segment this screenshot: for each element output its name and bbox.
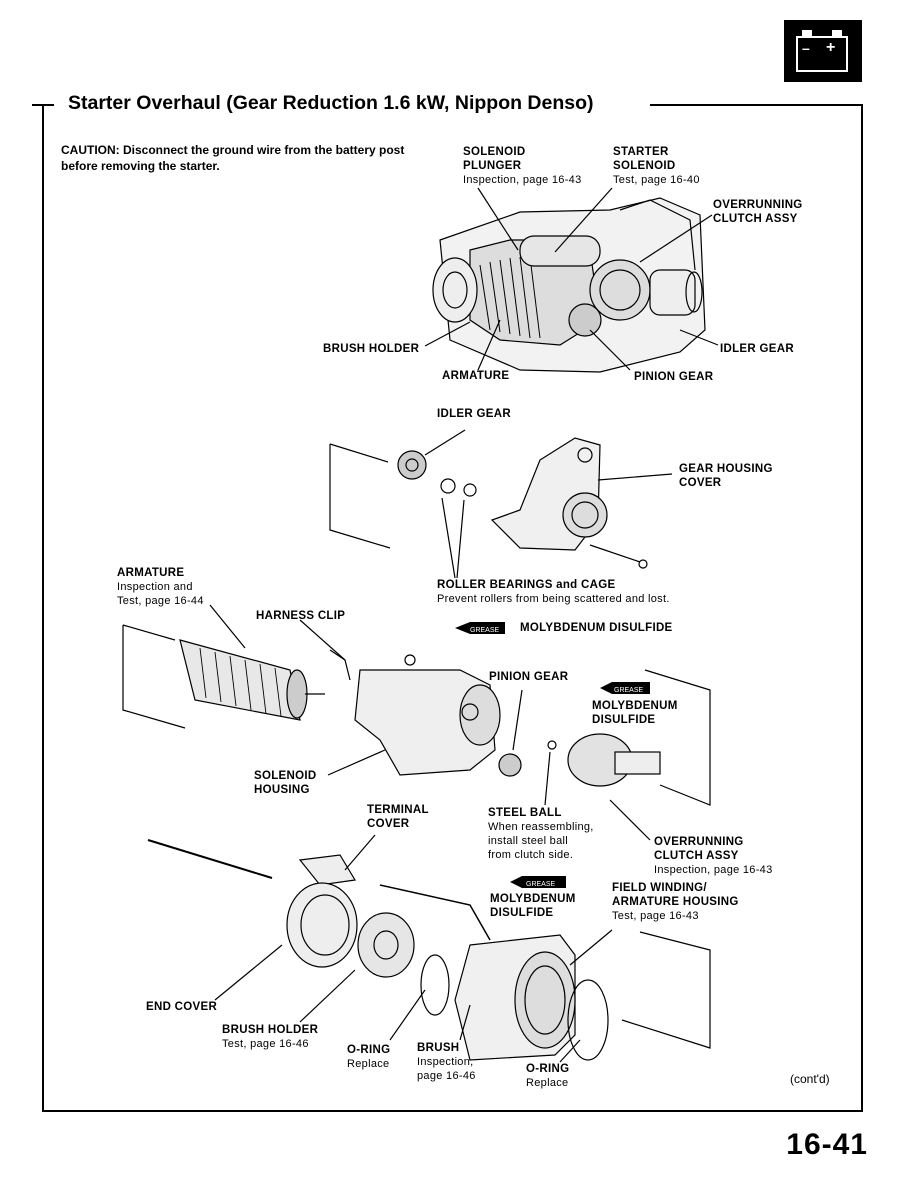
solenoid-housing-label: SOLENOID HOUSING [254,770,317,796]
frame-left-rule [42,104,44,1112]
leader-line [424,321,471,347]
armature-label-mid: ARMATURE Inspection and Test, page 16-44 [117,567,204,607]
o-ring-label-1: O-RING Replace [347,1044,391,1070]
leader-line [639,214,713,263]
leader-line [679,329,719,346]
pinion-gear-label-top: PINION GEAR [634,371,714,383]
caution-note: CAUTION: Disconnect the ground wire from… [61,143,405,173]
grease-tag: GREASE [614,687,644,694]
leader-line [589,329,631,371]
molybdenum-disulfide-label-1: MOLYBDENUM DISULFIDE [520,622,673,634]
grease-tag: GREASE [470,627,500,634]
continued-note: (cont'd) [790,1072,830,1086]
field-winding-label: FIELD WINDING/ ARMATURE HOUSING Test, pa… [612,882,739,922]
page-number: 16-41 [786,1128,868,1161]
o-ring-label-2: O-RING Replace [526,1063,570,1089]
armature-illustration [179,639,325,721]
field-winding-housing-illustration [454,934,576,1061]
assembled-starter-illustration [432,197,706,373]
armature-label-top: ARMATURE [442,370,510,382]
overrunning-clutch-label-mid: OVERRUNNING CLUTCH ASSY Inspection, page… [654,836,773,876]
leader-line [477,319,501,371]
end-cover-illustration [286,882,358,968]
frame-bottom-rule [42,1110,863,1112]
grease-icon [455,622,505,634]
overrunning-clutch-illustration [567,733,661,787]
battery-icon: –+ [784,20,862,82]
end-cover-label: END COVER [146,1001,218,1013]
pinion-gear-illustration [498,753,522,777]
brush-holder-illustration [357,912,415,978]
steel-ball-illustration [547,740,557,750]
overrunning-clutch-label-top: OVERRUNNING CLUTCH ASSY [713,199,803,225]
brush-label: BRUSH Inspection, page 16-46 [417,1042,476,1082]
roller-bearings-label: ROLLER BEARINGS and CAGE Prevent rollers… [437,579,670,605]
frame-right-rule [861,104,863,1112]
terminal-cover-illustration [298,854,356,886]
terminal-cover-label: TERMINAL COVER [367,804,429,830]
molybdenum-disulfide-label-2: MOLYBDENUM DISULFIDE [592,700,678,726]
pinion-gear-label-mid: PINION GEAR [489,671,569,683]
idler-gear-label-mid: IDLER GEAR [437,408,511,420]
grease-icon [510,876,566,888]
idler-gear-illustration [397,450,477,497]
o-ring-illustration [567,979,609,1061]
brush-holder-label-bottom: BRUSH HOLDER Test, page 16-46 [222,1024,319,1050]
gear-housing-cover-illustration [490,437,648,569]
leader-line [554,187,613,253]
harness-clip-label: HARNESS CLIP [256,610,346,622]
idler-gear-label-top: IDLER GEAR [720,343,794,355]
grease-tag: GREASE [526,881,556,888]
gear-housing-cover-label: GEAR HOUSING COVER [679,463,773,489]
leader-line [477,187,519,251]
steel-ball-label: STEEL BALL When reassembling, install st… [488,807,594,861]
through-bolt-illustration [147,839,273,879]
brush-holder-label-top: BRUSH HOLDER [323,343,420,355]
solenoid-housing-illustration [329,649,501,776]
molybdenum-disulfide-label-3: MOLYBDENUM DISULFIDE [490,893,576,919]
grease-icon [600,682,650,694]
frame-top-right-rule [650,104,862,106]
o-ring-illustration [420,954,450,1016]
starter-solenoid-label: STARTER SOLENOID Test, page 16-40 [613,146,700,186]
page-title: Starter Overhaul (Gear Reduction 1.6 kW,… [68,92,594,114]
solenoid-plunger-label: SOLENOID PLUNGER Inspection, page 16-43 [463,146,582,186]
